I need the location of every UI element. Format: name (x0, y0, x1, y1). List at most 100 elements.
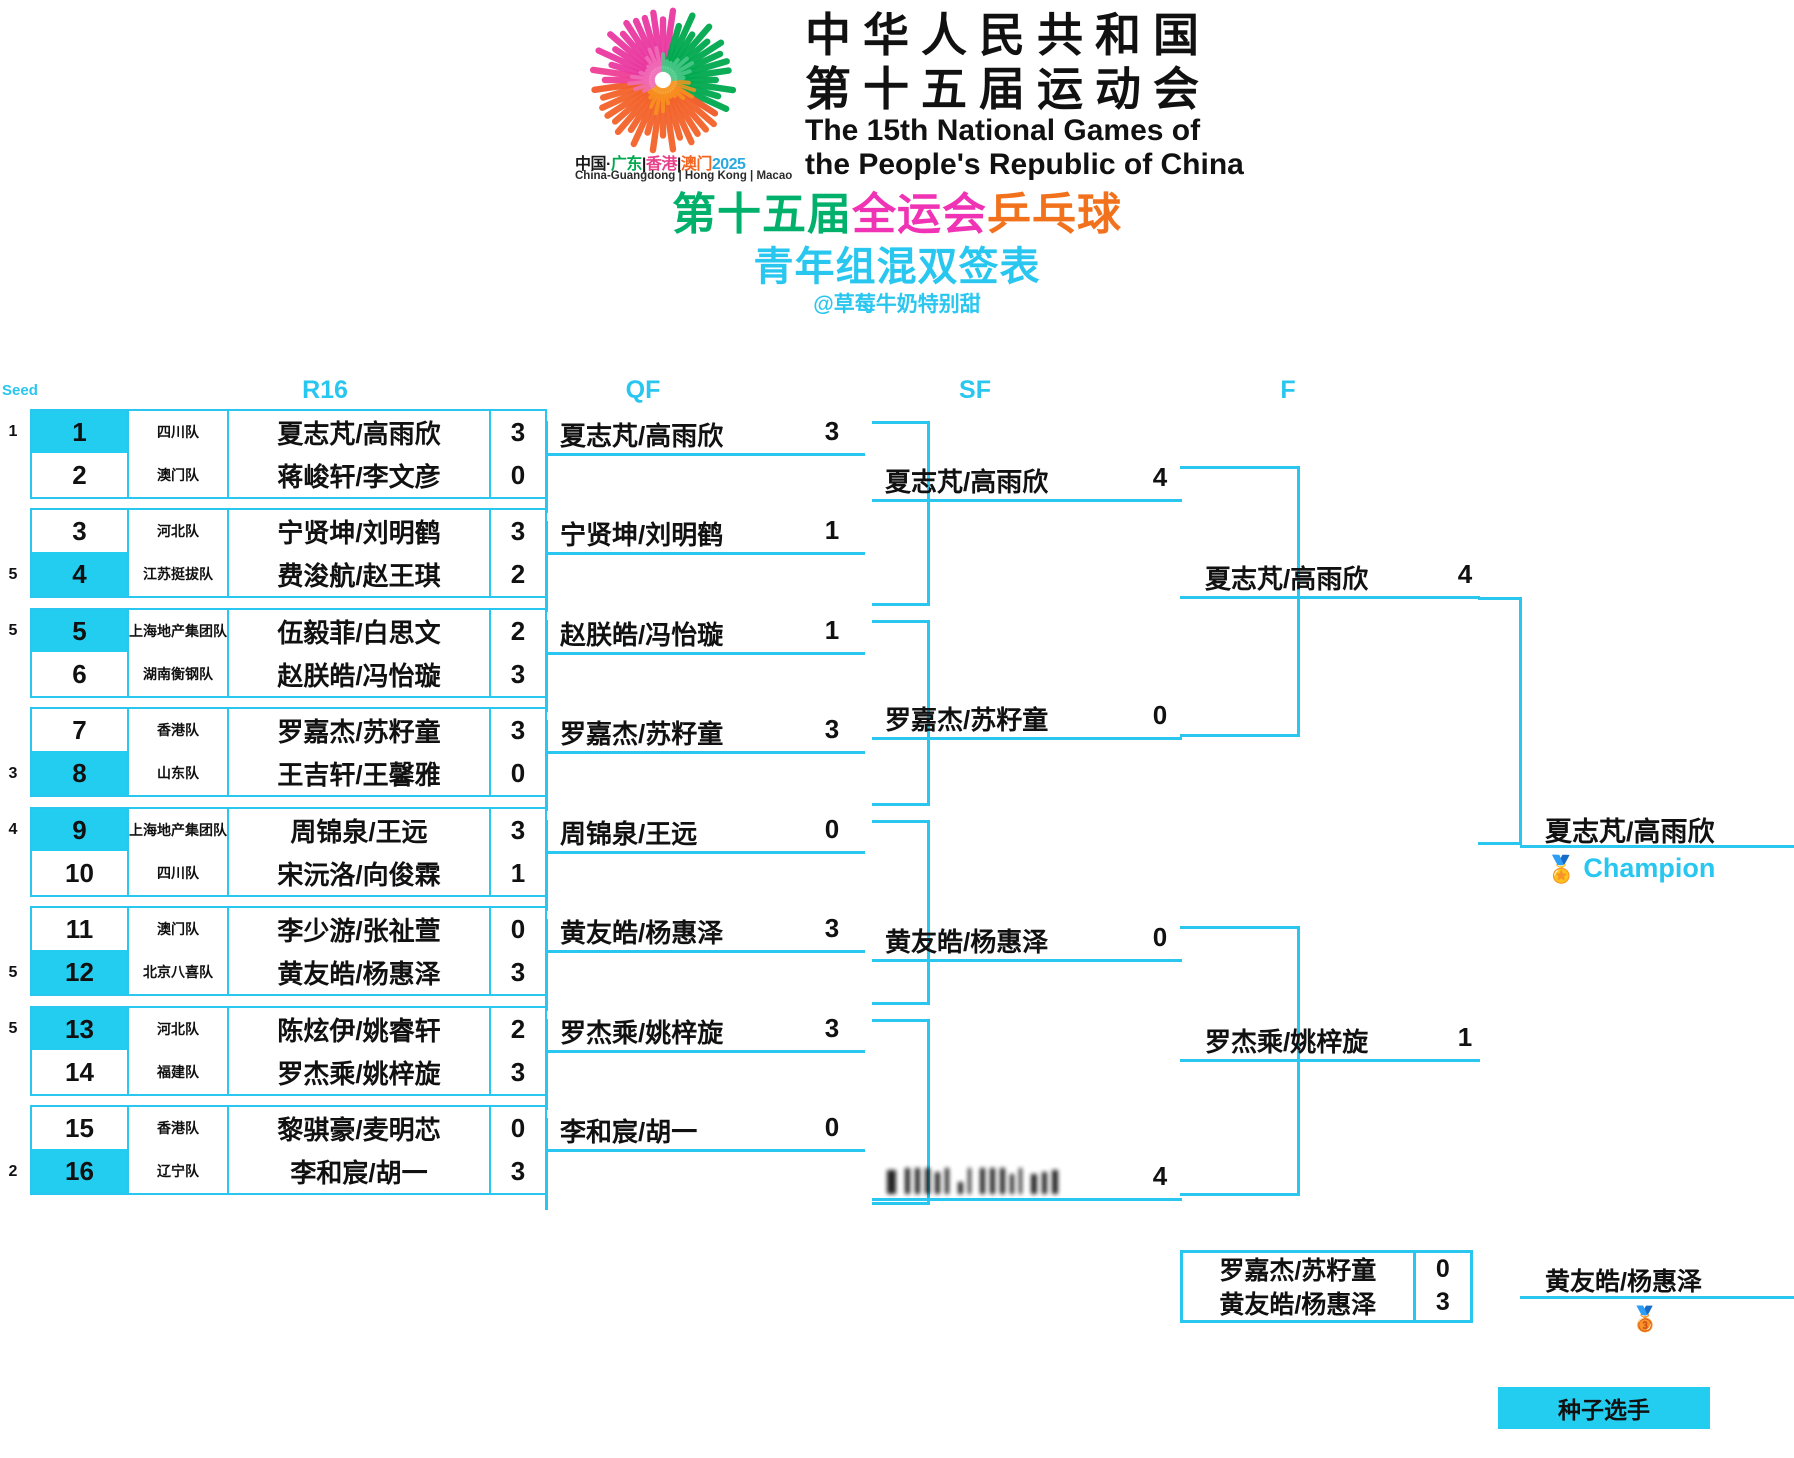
r16-players: 罗嘉杰/苏籽童 (227, 709, 489, 751)
r16-row[interactable]: 4 江苏挺拔队 费浚航/赵王琪 2 (30, 552, 547, 598)
r16-row[interactable]: 3 河北队 宁贤坤/刘明鹤 3 (30, 508, 547, 554)
r16-score: 3 (489, 652, 545, 696)
qf-to-sf-connector (872, 421, 930, 606)
r16-row[interactable]: 7 香港队 罗嘉杰/苏籽童 3 (30, 707, 547, 753)
sf-score: 0 (1152, 700, 1168, 730)
r16-to-qf-connector (545, 1019, 548, 1110)
r16-players: 蒋峻轩/李文彦 (227, 453, 489, 497)
gold-medal-icon: 🏅 (1545, 853, 1578, 884)
r16-row[interactable]: 8 山东队 王吉轩/王馨雅 0 (30, 751, 547, 797)
round-header-qf: QF (625, 376, 661, 404)
r16-row[interactable]: 9 上海地产集团队 周锦泉/王远 3 (30, 807, 547, 853)
event-title-part2: 全运会 (852, 190, 987, 239)
r16-position: 12 (32, 950, 127, 994)
author-handle: @草莓牛奶特别甜 (813, 293, 981, 316)
r16-row[interactable]: 6 湖南衡钢队 赵朕皓/冯怡璇 3 (30, 652, 547, 698)
qf-to-sf-connector (872, 1019, 930, 1205)
r16-score: 3 (489, 809, 545, 851)
r16-position: 5 (32, 610, 127, 652)
games-title-cn-line1: 中华人民共和国 (805, 9, 1211, 61)
r16-position: 2 (72, 459, 87, 490)
games-logo: 中国·广东|香港|澳门2025 China-Guangdong | Hong K… (573, 6, 792, 182)
r16-row[interactable]: 14 福建队 罗杰乘/姚梓旋 3 (30, 1050, 547, 1096)
r16-position: 1 (32, 411, 127, 453)
final-score: 4 (1457, 559, 1473, 589)
r16-players: 黄友皓/杨惠泽 (227, 950, 489, 994)
event-title-part1: 第十五届 (672, 190, 852, 239)
sf-score: 4 (1152, 462, 1168, 492)
r16-position: 9 (32, 809, 127, 851)
r16-score: 3 (489, 1050, 545, 1094)
qf-score: 1 (824, 515, 840, 545)
r16-team: 北京八喜队 (127, 950, 227, 994)
r16-players: 夏志芃/高雨欣 (227, 411, 489, 453)
qf-score: 3 (824, 714, 840, 744)
qf-score: 0 (824, 814, 840, 844)
r16-row[interactable]: 11 澳门队 李少游/张祉萱 0 (30, 906, 547, 952)
sf-player: 罗嘉杰/苏籽童 (885, 705, 1049, 735)
r16-team: 上海地产集团队 (127, 809, 227, 851)
r16-row[interactable]: 1 四川队 夏志芃/高雨欣 3 (30, 409, 547, 455)
r16-row[interactable]: 15 香港队 黎骐豪/麦明芯 0 (30, 1105, 547, 1151)
r16-position: 4 (32, 552, 127, 596)
r16-score: 0 (489, 751, 545, 795)
qf-underline (547, 453, 865, 456)
r16-position: 14 (65, 1056, 94, 1087)
games-title-en-line2: the People's Republic of China (805, 147, 1244, 181)
qf-player: 赵朕皓/冯怡璇 (560, 620, 724, 650)
qf-to-sf-connector (872, 620, 930, 806)
r16-team: 香港队 (127, 1107, 227, 1149)
round-header-sf: SF (959, 376, 991, 404)
r16-team: 湖南衡钢队 (127, 652, 227, 696)
third-place-name: 黄友皓/杨惠泽 (1219, 1290, 1377, 1319)
r16-row[interactable]: 5 上海地产集团队 伍毅菲/白思文 2 (30, 608, 547, 654)
r16-team: 辽宁队 (127, 1149, 227, 1193)
seed-number: 2 (8, 1163, 18, 1180)
r16-row[interactable]: 10 四川队 宋沅洛/向俊霖 1 (30, 851, 547, 897)
bronze-underline (1520, 1296, 1794, 1299)
r16-to-qf-connector (545, 820, 548, 911)
qf-player: 罗嘉杰/苏籽童 (560, 719, 724, 749)
r16-to-qf-connector (545, 1118, 548, 1210)
r16-score: 0 (489, 908, 545, 950)
games-title-cn: 中华人民共和国 第十五届运动会 (805, 8, 1211, 117)
qf-underline (547, 552, 865, 555)
r16-team: 澳门队 (127, 453, 227, 497)
r16-row[interactable]: 12 北京八喜队 黄友皓/杨惠泽 3 (30, 950, 547, 996)
qf-score: 0 (824, 1112, 840, 1142)
round-header-f: F (1280, 376, 1296, 404)
event-title: 第十五届全运会乒乓球 (0, 178, 1794, 242)
third-place-row[interactable]: 黄友皓/杨惠泽 3 (1180, 1285, 1473, 1323)
qf-underline (547, 1050, 865, 1053)
r16-position: 16 (32, 1149, 127, 1193)
qf-underline (547, 751, 865, 754)
r16-players: 费浚航/赵王琪 (227, 552, 489, 596)
sf-player: 夏志芃/高雨欣 (885, 467, 1049, 497)
qf-underline (547, 851, 865, 854)
r16-row[interactable]: 2 澳门队 蒋峻轩/李文彦 0 (30, 453, 547, 499)
r16-players: 伍毅菲/白思文 (227, 610, 489, 652)
qf-player: 夏志芃/高雨欣 (560, 421, 724, 451)
third-place-row[interactable]: 罗嘉杰/苏籽童 0 (1180, 1250, 1473, 1288)
r16-players: 罗杰乘/姚梓旋 (227, 1050, 489, 1094)
champion-underline (1520, 845, 1794, 848)
r16-row[interactable]: 13 河北队 陈炫伊/姚睿轩 2 (30, 1006, 547, 1052)
r16-position: 6 (72, 658, 87, 689)
qf-player: 李和宸/胡一 (560, 1117, 698, 1147)
r16-score: 1 (489, 851, 545, 895)
seed-number: 5 (8, 566, 18, 583)
r16-players: 陈炫伊/姚睿轩 (227, 1008, 489, 1050)
r16-players: 李少游/张祉萱 (227, 908, 489, 950)
r16-score: 2 (489, 1008, 545, 1050)
qf-player: 罗杰乘/姚梓旋 (560, 1018, 724, 1048)
r16-team: 四川队 (127, 851, 227, 895)
sf-underline (872, 499, 1182, 502)
r16-row[interactable]: 16 辽宁队 李和宸/胡一 3 (30, 1149, 547, 1195)
qf-underline (547, 950, 865, 953)
r16-team: 河北队 (127, 510, 227, 552)
r16-team: 四川队 (127, 411, 227, 453)
final-underline (1180, 596, 1480, 599)
champion-name: 夏志芃/高雨欣 (1545, 817, 1715, 847)
f-to-champion-connector (1478, 597, 1522, 845)
sf-score: 0 (1152, 922, 1168, 952)
